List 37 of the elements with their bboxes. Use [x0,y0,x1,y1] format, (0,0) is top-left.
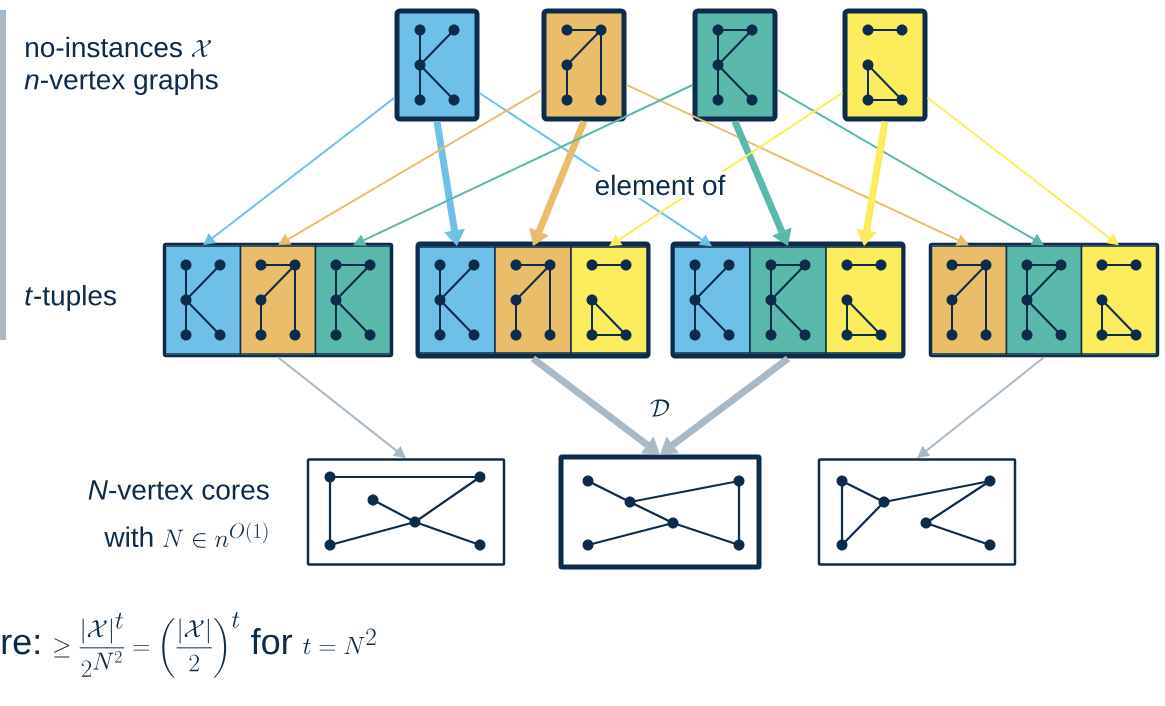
tuple-box [670,241,906,359]
label: $\geq \frac{|\mathcal{X}|^t}{2^{N^2}} = \left(\frac{|\mathcal{X}|}{2}\right)^t$ [54,612,240,678]
graph-box [314,245,392,355]
graph-box [749,246,827,354]
core-graph-box [817,458,1017,566]
label: re: [2,634,39,655]
graph-box [1080,245,1158,355]
tuple-box [415,241,651,359]
arrow [776,88,1044,246]
core-graph-box [558,454,762,570]
bound-formula: re: $\geq \frac{|\mathcal{X}|^t}{2^{N^2}} = \left(\frac{|\mathcal{X}|}{2}\right)^t$ for $t = N^2$ [2,612,376,678]
graph-box [541,8,627,122]
graph-box [842,8,928,122]
graph-box [164,245,242,355]
graph-box [494,246,572,354]
graph-box [692,8,778,122]
graph-box [418,246,496,354]
graph-box [394,8,480,122]
graph-box [825,246,903,354]
graph-box [570,246,648,354]
core-graph-box [306,458,506,566]
row-label: t-tuples [25,284,116,312]
label: for [251,628,293,655]
row-label: no-instances $\mathcal{X}$ [26,36,211,58]
tuple-box [928,242,1160,358]
arrow [278,89,543,246]
set-symbol: $\mathcal{D}$ [650,399,670,417]
graph-box [1005,245,1083,355]
row-label: N-vertex cores [88,480,269,500]
graph-box [239,245,317,355]
tuple-box [162,242,394,358]
label: $t = N^2$ [303,628,376,655]
annotation-label: element of [591,171,729,199]
graph-box [930,245,1008,355]
row-label: n-vertex graphs [24,68,218,96]
graph-box [673,246,751,354]
row-label: with $N \in n^{O(1)}$ [104,522,268,548]
